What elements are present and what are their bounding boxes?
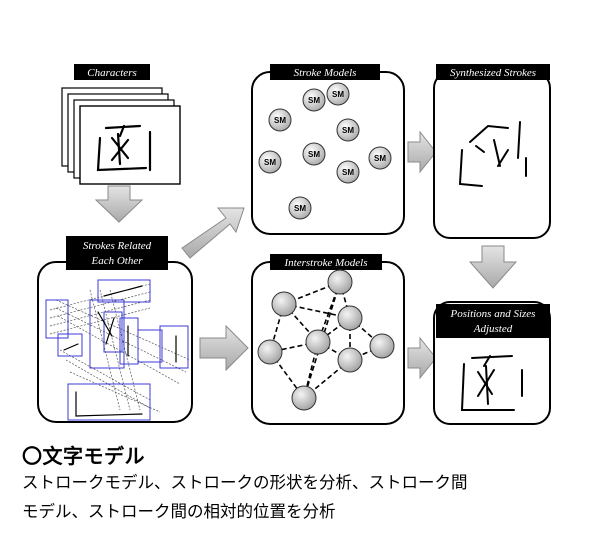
characters-stack (61, 87, 181, 185)
interstroke-models-label: Interstroke Models (270, 254, 382, 270)
svg-text:Strokes Related: Strokes Related (83, 240, 152, 252)
characters-label: Characters (74, 64, 150, 80)
sm-node (336, 160, 360, 184)
handwritten-character-icon (96, 124, 152, 172)
interstroke-node (327, 269, 353, 295)
sm-node-label: SM (264, 158, 276, 167)
interstroke-node (337, 347, 363, 373)
sm-node-label: SM (332, 90, 344, 99)
svg-text:Adjusted: Adjusted (473, 323, 513, 335)
positions-adjusted-label: Positions and Sizes Adjusted (436, 304, 550, 338)
strokes-related-label: Strokes Related Each Other (66, 236, 168, 270)
sm-node (302, 88, 326, 112)
svg-text:Synthesized Strokes: Synthesized Strokes (450, 67, 536, 79)
interstroke-node (257, 339, 283, 365)
caption-line-1: ストロークモデル、ストロークの形状を分析、ストローク間 (22, 474, 468, 492)
sm-node (258, 150, 282, 174)
sm-node-label: SM (294, 204, 306, 213)
interstroke-node (337, 305, 363, 331)
sm-node (368, 146, 392, 170)
stroke-model-nodes: SM SM SM SM SM SM SM SM SM (258, 82, 392, 220)
interstroke-node (271, 291, 297, 317)
sm-node (336, 118, 360, 142)
interstroke-node (369, 333, 395, 359)
stroke-models-label: Stroke Models (270, 64, 380, 80)
sm-node (288, 196, 312, 220)
caption-line-2: モデル、ストローク間の相対的位置を分析 (22, 503, 336, 521)
caption-title: 〇文字モデル (22, 446, 145, 468)
sm-node-label: SM (342, 126, 354, 135)
sm-node (268, 108, 292, 132)
svg-text:Positions and Sizes: Positions and Sizes (450, 308, 536, 320)
arrow-down-icon (94, 185, 144, 223)
stroke-model-diagram: Characters Strokes Related Each Other (37, 64, 551, 425)
interstroke-edge (339, 281, 351, 319)
arrow-up-right-icon (181, 207, 245, 259)
interstroke-node (305, 329, 331, 355)
sm-node (302, 142, 326, 166)
svg-text:Stroke Models: Stroke Models (294, 67, 357, 79)
synthesized-strokes-label: Synthesized Strokes (436, 64, 550, 80)
sm-node-label: SM (374, 154, 386, 163)
stroke-bounding-boxes (45, 279, 191, 421)
arrow-down-icon (468, 245, 518, 289)
arrow-right-icon (407, 130, 437, 174)
svg-text:Characters: Characters (87, 67, 137, 79)
adjusted-character-icon (460, 355, 523, 411)
arrow-right-icon (199, 324, 249, 372)
sm-node-label: SM (308, 150, 320, 159)
synthesized-character-icon (458, 121, 527, 187)
sm-node-label: SM (308, 96, 320, 105)
strokes-related-panel (37, 261, 193, 423)
interstroke-graph (257, 269, 395, 411)
svg-text:Interstroke Models: Interstroke Models (284, 257, 368, 269)
interstroke-edge (317, 341, 351, 361)
sm-node-label: SM (274, 116, 286, 125)
svg-text:Each Other: Each Other (90, 255, 143, 267)
arrow-right-icon (407, 336, 437, 380)
sm-node-label: SM (342, 168, 354, 177)
interstroke-node (291, 385, 317, 411)
sm-node (326, 82, 350, 106)
synthesized-strokes-panel (433, 71, 551, 239)
interstroke-edge (349, 345, 383, 361)
